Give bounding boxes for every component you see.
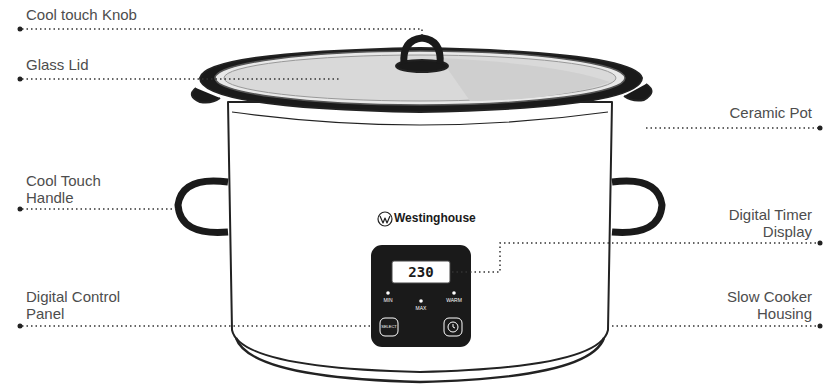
setting-label: MIN (376, 297, 400, 304)
part-name: Slow Cooker Housing (714, 288, 812, 322)
part-name: Glass Lid (26, 56, 226, 73)
part-name: Cool touch Knob (26, 6, 226, 23)
setting-label: WARM (442, 297, 466, 304)
button-label: SELECT (380, 324, 398, 330)
timer-readout: 230 (392, 263, 450, 281)
part-name: Digital Timer Display (702, 206, 812, 240)
setting-label: MAX (409, 305, 433, 312)
part-name: Ceramic Pot (690, 104, 812, 121)
part-name: Cool Touch Handle (26, 172, 126, 206)
part-name: Digital Control Panel (26, 288, 132, 322)
brand-logo: Westinghouse (394, 211, 474, 225)
